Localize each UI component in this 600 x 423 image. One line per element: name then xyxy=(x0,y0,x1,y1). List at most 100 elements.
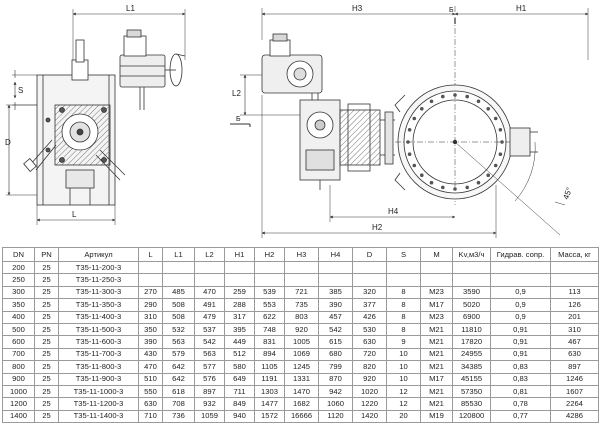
table-cell xyxy=(352,260,387,275)
table-cell xyxy=(420,273,453,287)
flange-bolt xyxy=(498,152,503,156)
table-cell: M23 xyxy=(420,285,453,300)
table-cell xyxy=(224,273,255,287)
table-cell: 12 xyxy=(386,384,421,399)
table-cell: 0,81 xyxy=(490,384,551,399)
table-cell: 310 xyxy=(550,322,599,337)
table-cell: 390 xyxy=(138,335,163,349)
table-cell: 390 xyxy=(318,298,353,312)
table-cell: 900 xyxy=(2,372,35,386)
table-cell: 259 xyxy=(224,285,255,300)
table-cell: 1220 xyxy=(352,397,387,411)
table-cell: 9 xyxy=(386,335,421,349)
flange-bolt xyxy=(500,140,504,144)
table-cell: 500 xyxy=(2,322,35,337)
table-cell: 920 xyxy=(352,372,387,386)
column-header: D xyxy=(352,247,387,262)
table-cell: 508 xyxy=(162,298,195,312)
dim-l-label: L xyxy=(72,210,77,219)
flange-bolt xyxy=(412,116,417,121)
column-header: Масса, кг xyxy=(550,247,599,262)
flange-bolt xyxy=(429,99,434,104)
table-cell: 0,91 xyxy=(490,335,551,349)
table-cell: 25 xyxy=(34,310,59,324)
table-cell: 1477 xyxy=(254,397,285,411)
table-cell: 25 xyxy=(34,273,59,287)
table-cell: 1470 xyxy=(284,384,319,399)
table-cell xyxy=(386,260,421,275)
table-cell: Т35-11-350-3 xyxy=(58,298,139,312)
flange-bolt xyxy=(412,163,417,168)
column-header: L2 xyxy=(194,247,225,262)
flange-bolt xyxy=(407,128,412,132)
table-cell: 470 xyxy=(194,285,225,300)
table-cell: 580 xyxy=(224,360,255,374)
table-cell: 10 xyxy=(386,372,421,386)
table-cell: 530 xyxy=(352,322,387,337)
table-cell: 510 xyxy=(138,372,163,386)
table-cell: 300 xyxy=(2,285,35,300)
table-cell: 85530 xyxy=(452,397,491,411)
table-cell: 1005 xyxy=(284,335,319,349)
table-cell: 113 xyxy=(550,285,599,300)
table-cell: 803 xyxy=(284,310,319,324)
table-cell: Т35-11-700-3 xyxy=(58,347,139,362)
table-cell: 512 xyxy=(224,347,255,362)
table-cell: 470 xyxy=(138,360,163,374)
table-cell: M21 xyxy=(420,347,453,362)
table-cell: 491 xyxy=(194,298,225,312)
table-cell: 479 xyxy=(194,310,225,324)
table-cell: 532 xyxy=(162,322,195,337)
column-header: H3 xyxy=(284,247,319,262)
table-cell: 350 xyxy=(138,322,163,337)
table-cell: Т35-11-300-3 xyxy=(58,285,139,300)
table-cell: 350 xyxy=(2,298,35,312)
flange-bolt xyxy=(407,152,412,156)
table-cell: 0,83 xyxy=(490,372,551,386)
column-header: Гидрав. сопр. xyxy=(490,247,551,262)
table-cell: M17 xyxy=(420,298,453,312)
table-cell: 508 xyxy=(162,310,195,324)
table-cell: 201 xyxy=(550,310,599,324)
table-cell: 1069 xyxy=(284,347,319,362)
dim-l1-label: L1 xyxy=(126,4,135,13)
table-cell: Т35-11-200-3 xyxy=(58,260,139,275)
table-cell: 820 xyxy=(352,360,387,374)
table-cell: 1245 xyxy=(284,360,319,374)
table-cell: 1020 xyxy=(352,384,387,399)
table-cell: 426 xyxy=(352,310,387,324)
table-cell: 735 xyxy=(284,298,319,312)
table-cell: 45155 xyxy=(452,372,491,386)
table-cell: 25 xyxy=(34,322,59,337)
table-cell: 24955 xyxy=(452,347,491,362)
flange-bolt xyxy=(486,107,491,111)
column-header: H4 xyxy=(318,247,353,262)
table-cell: 25 xyxy=(34,298,59,312)
table-cell: 25 xyxy=(34,372,59,386)
table-cell xyxy=(284,273,319,287)
table-cell: Т35-11-1000-3 xyxy=(58,384,139,399)
table-cell: 25 xyxy=(34,260,59,275)
table-cell: 831 xyxy=(254,335,285,349)
table-cell: 748 xyxy=(254,322,285,337)
table-cell: Т35-11-400-3 xyxy=(58,310,139,324)
table-cell: 485 xyxy=(162,285,195,300)
table-cell: 310 xyxy=(138,310,163,324)
table-cell: 270 xyxy=(138,285,163,300)
table-cell: 1607 xyxy=(550,384,599,399)
table-cell: 25 xyxy=(34,360,59,374)
table-cell: 11810 xyxy=(452,322,491,337)
table-cell: Т35-11-800-3 xyxy=(58,360,139,374)
table-cell: 897 xyxy=(194,384,225,399)
column-header: L xyxy=(138,247,163,262)
table-cell: 126 xyxy=(550,298,599,312)
table-cell: 630 xyxy=(352,335,387,349)
table-cell xyxy=(162,260,195,275)
table-cell: 8 xyxy=(386,322,421,337)
